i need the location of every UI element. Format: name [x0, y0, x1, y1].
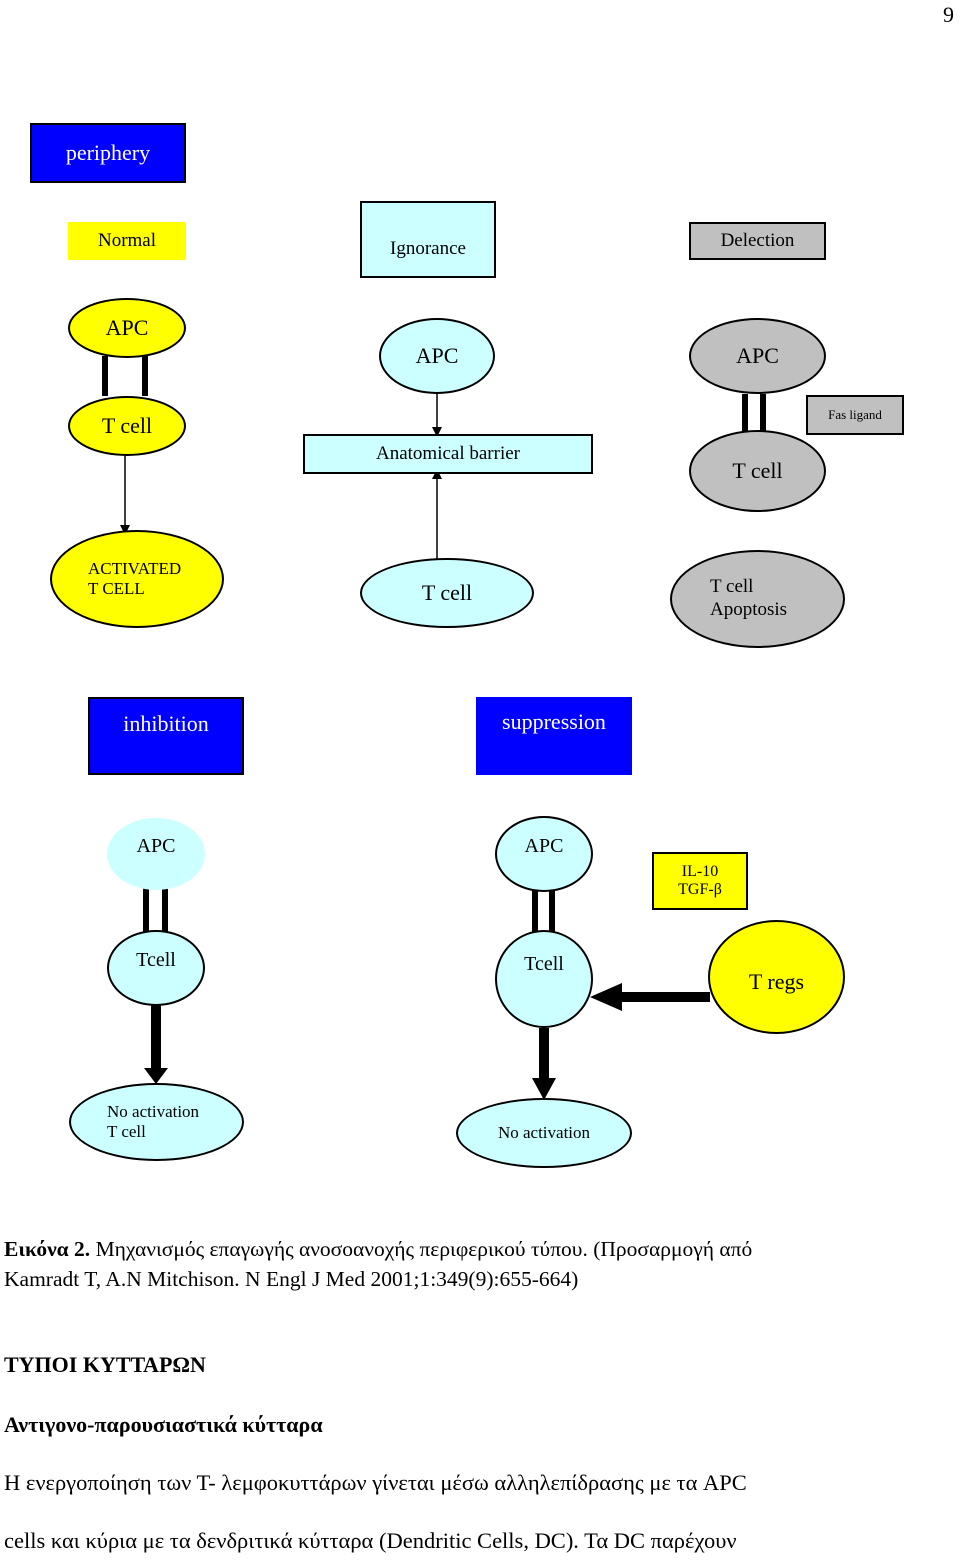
thick-arrow-shaft [620, 992, 710, 1002]
apc-label: APC [136, 835, 176, 857]
apc-label: APC [524, 835, 564, 857]
activated-line1: ACTIVATED [88, 558, 182, 578]
section-subheading: Αντιγονο-παρουσιαστικά κύτταρα [4, 1412, 323, 1437]
thick-arrow-head [144, 1068, 168, 1084]
t-cell-label: Tcell [136, 949, 176, 971]
no-activation-line2: T cell [107, 1122, 146, 1141]
t-cell-apoptosis: T cell Apoptosis [670, 550, 845, 648]
t-cell-deletion: T cell [689, 430, 826, 512]
apc-label: APC [736, 342, 779, 368]
deletion-label: Delection [720, 230, 795, 252]
caption-text-line1: Μηχανισμός επαγωγής ανοσοανοχής περιφερι… [90, 1237, 753, 1261]
page-number: 9 [943, 2, 954, 27]
inhibition-box: inhibition [88, 697, 244, 775]
periphery-label: periphery [65, 140, 151, 166]
apc-cell-inhibition: APC [107, 818, 205, 890]
no-activation-label: No activation [497, 1122, 591, 1142]
body-line-2: cells και κύρια με τα δενδριτικά κύτταρα… [4, 1528, 737, 1553]
deletion-box: Delection [689, 222, 826, 260]
section-heading: ΤΥΠΟΙ ΚΥΤΤΑΡΩΝ [4, 1352, 206, 1377]
t-cell-label: T cell [101, 412, 153, 438]
t-cell-label: T cell [421, 579, 473, 605]
ignorance-label: Ignorance [390, 238, 466, 260]
apc-label: APC [415, 342, 459, 368]
bond-line [760, 394, 766, 440]
bond-line [532, 888, 538, 932]
bond-line [102, 356, 108, 396]
apc-cell-deletion: APC [689, 318, 826, 394]
suppression-label: suppression [502, 709, 606, 734]
thick-arrow-shaft [151, 1004, 161, 1068]
bond-line [742, 394, 748, 440]
activated-t-cell: ACTIVATED T CELL [50, 530, 224, 628]
ignorance-box: Ignorance [360, 201, 496, 278]
bond-line [549, 888, 555, 932]
activated-line2: T CELL [88, 579, 145, 598]
figure-caption: Εικόνα 2. Μηχανισμός επαγωγής ανοσοανοχή… [4, 1234, 752, 1294]
no-activation-line1: No activation [107, 1101, 200, 1121]
apc-cell-normal: APC [68, 298, 186, 358]
t-cell-suppression: Tcell [495, 930, 593, 1028]
thick-arrow-head [532, 1078, 556, 1100]
caption-label: Εικόνα 2. [4, 1237, 91, 1261]
no-activation-cell: No activation [456, 1098, 632, 1168]
apoptosis-line2: Apoptosis [710, 599, 788, 620]
cytokine-line1: IL-10 [681, 862, 719, 880]
normal-label: Normal [97, 230, 157, 252]
suppression-box: suppression [476, 697, 632, 775]
t-regs-cell: T regs [708, 920, 845, 1034]
t-cell-inhibition: Tcell [107, 930, 205, 1006]
cytokine-box: IL-10 TGF-β [652, 852, 748, 910]
fas-ligand-label: Fas ligand [828, 406, 882, 422]
thick-arrow-head [590, 983, 622, 1011]
apoptosis-line1: T cell [710, 576, 754, 598]
thick-arrow-shaft [539, 1028, 549, 1078]
caption-text-line2: Kamradt T, A.N Mitchison. N Engl J Med 2… [4, 1267, 579, 1291]
fas-ligand-box: Fas ligand [806, 395, 904, 435]
periphery-box: periphery [30, 123, 186, 183]
normal-box: Normal [68, 222, 186, 260]
apc-label: APC [105, 314, 149, 340]
t-cell-label: Tcell [524, 953, 564, 975]
no-activation-t-cell: No activation T cell [69, 1083, 244, 1161]
body-line-1: Η ενεργοποίηση των Τ- λεμφοκυττάρων γίνε… [4, 1470, 747, 1495]
diagram-connectors [102, 356, 766, 1100]
t-cell-label: T cell [732, 457, 783, 483]
inhibition-label: inhibition [123, 711, 209, 736]
t-cell-normal: T cell [68, 396, 186, 456]
t-regs-label: T regs [748, 968, 805, 994]
bond-line [162, 888, 168, 932]
bond-line [142, 356, 148, 396]
cytokine-line2: TGF-β [678, 881, 722, 898]
apc-cell-suppression: APC [495, 816, 593, 892]
apc-cell-ignorance: APC [379, 318, 495, 394]
t-cell-ignorance: T cell [360, 558, 534, 628]
anatomical-barrier: Anatomical barrier [303, 434, 593, 474]
anatomical-barrier-label: Anatomical barrier [375, 443, 520, 465]
bond-line [143, 888, 149, 932]
